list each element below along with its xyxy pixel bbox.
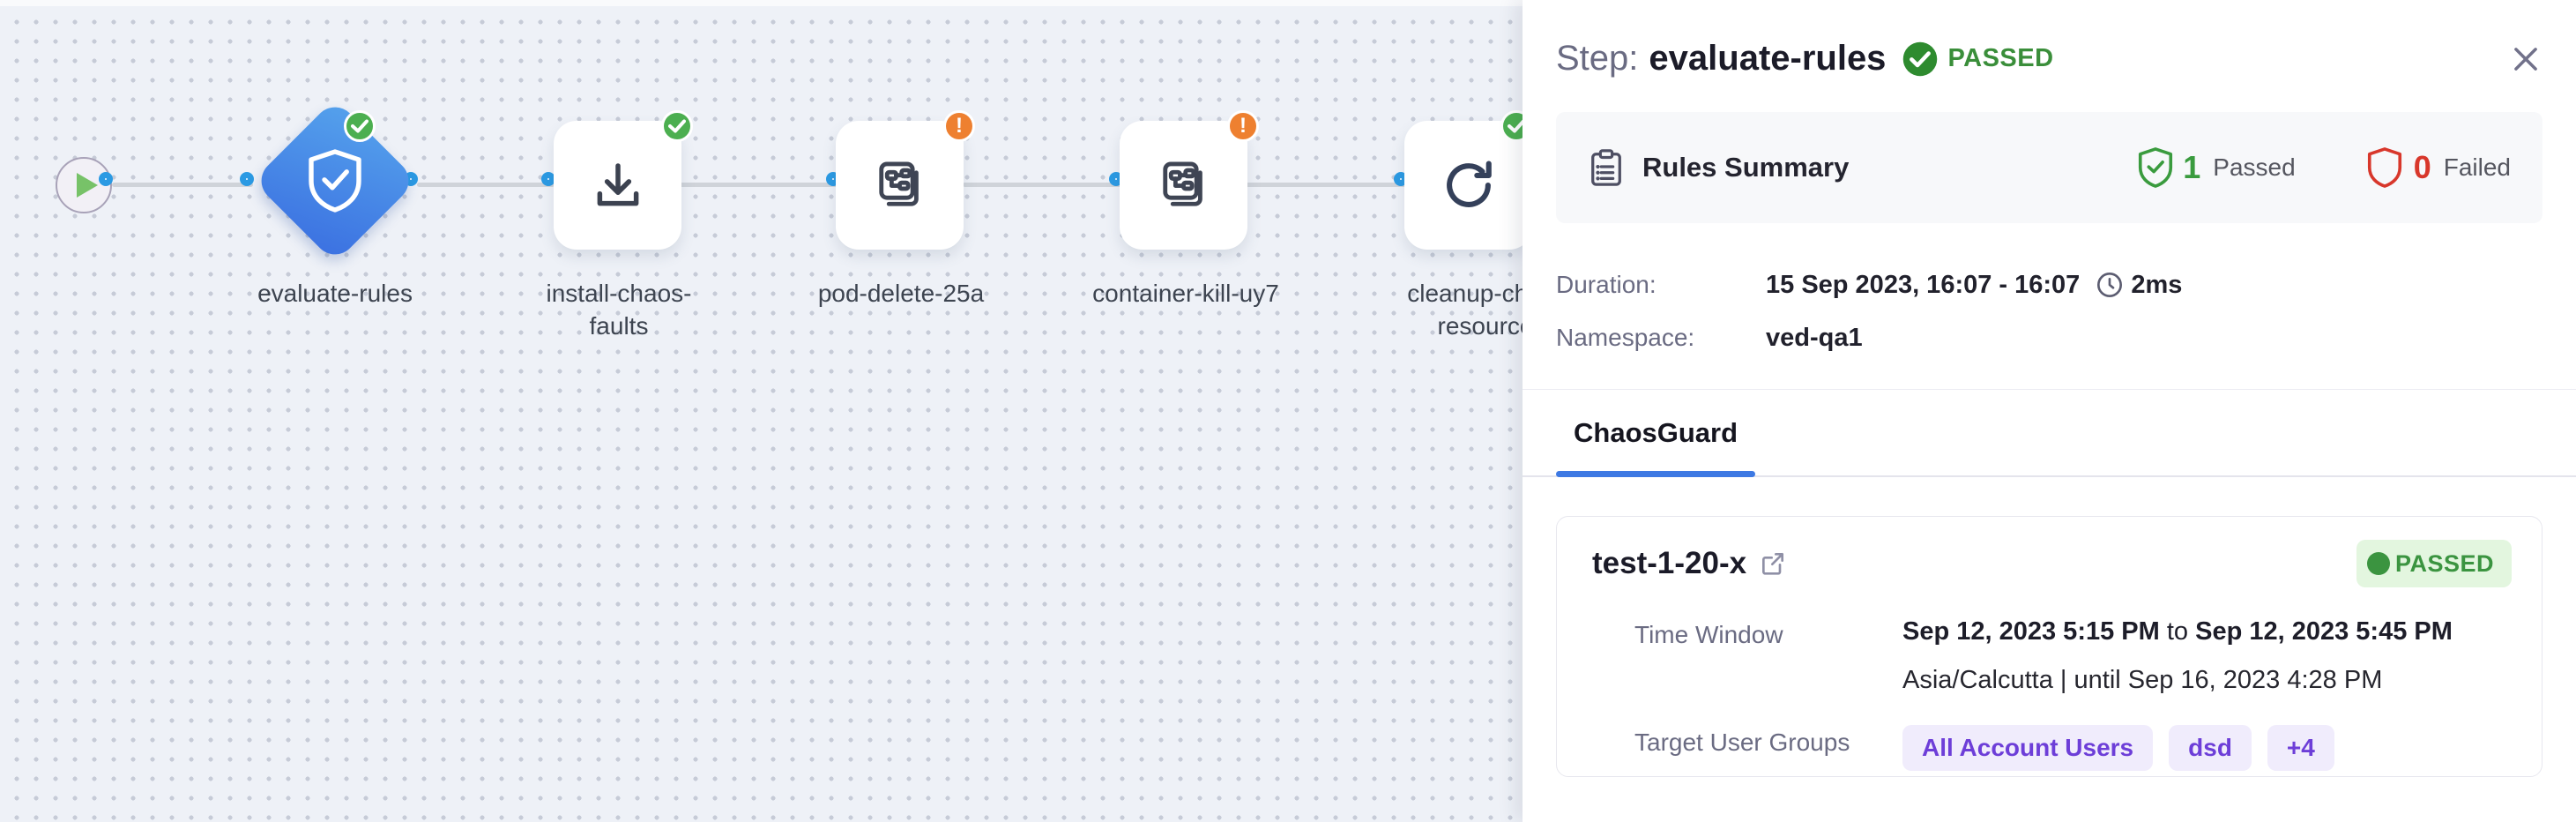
time-window-from: Sep 12, 2023 5:15 PM bbox=[1902, 617, 2160, 646]
node-label: pod-delete-25a bbox=[817, 280, 985, 307]
start-node[interactable] bbox=[56, 157, 112, 213]
chaos-fault-icon bbox=[870, 155, 930, 215]
duration-label: Duration: bbox=[1556, 271, 1657, 298]
status-dot-icon bbox=[2366, 552, 2390, 575]
clipboard-icon bbox=[1588, 147, 1625, 188]
shield-passed-icon bbox=[2135, 145, 2176, 191]
shield-failed-icon bbox=[2364, 145, 2405, 191]
status-badge-passed bbox=[661, 110, 693, 142]
duration-row: Duration: 15 Sep 2023, 16:07 - 16:07 2ms bbox=[1556, 258, 2542, 311]
play-icon bbox=[76, 173, 98, 198]
target-groups-label: Target User Groups bbox=[1634, 729, 1850, 756]
passed-label: Passed bbox=[2213, 153, 2296, 181]
node-label: install-chaos-faults bbox=[546, 280, 692, 340]
duration-value: 15 Sep 2023, 16:07 - 16:07 bbox=[1766, 270, 2081, 299]
active-tab-indicator bbox=[1556, 471, 1756, 477]
step-status-text: PASSED bbox=[1947, 44, 2054, 72]
edge-install-poddelete bbox=[680, 183, 839, 187]
step-details-panel: Step: evaluate-rules PASSED Rules Summar… bbox=[1523, 0, 2576, 822]
rules-summary-bar: Rules Summary 1 Passed 0 Failed bbox=[1556, 112, 2542, 223]
edge-evaluate-install bbox=[417, 183, 555, 187]
refresh-icon bbox=[1438, 154, 1500, 216]
target-user-groups-row: Target User Groups All Account Users dsd… bbox=[1592, 725, 2512, 771]
timezone-line: Asia/Calcutta | until Sep 16, 2023 4:28 … bbox=[1902, 666, 2383, 694]
panel-header: Step: evaluate-rules PASSED bbox=[1556, 39, 2542, 78]
node-container-kill-uy7[interactable] bbox=[1120, 121, 1247, 250]
clock-icon bbox=[2096, 271, 2124, 299]
guard-status-badge: PASSED bbox=[2356, 540, 2512, 587]
edge-containerkill-cleanup bbox=[1246, 183, 1407, 187]
external-link-icon[interactable] bbox=[1759, 549, 1787, 578]
user-group-pill[interactable]: +4 bbox=[2267, 725, 2334, 771]
tab-bar: ChaosGuard bbox=[1523, 389, 2576, 477]
passed-count: 1 bbox=[2183, 149, 2201, 185]
failed-label: Failed bbox=[2443, 153, 2511, 181]
node-install-chaos-faults[interactable] bbox=[554, 121, 681, 250]
chaosguard-card: test-1-20-x PASSED Time Window Sep 12, 2… bbox=[1556, 516, 2542, 777]
step-title: evaluate-rules bbox=[1649, 39, 1887, 78]
chaos-fault-icon bbox=[1154, 155, 1214, 215]
workflow-canvas[interactable]: ! ! evaluate-rules install-chaos-faults bbox=[0, 0, 1576, 822]
user-group-pill[interactable]: dsd bbox=[2169, 725, 2252, 771]
check-circle-icon bbox=[1902, 41, 1939, 78]
status-badge-passed bbox=[344, 110, 376, 142]
status-badge-warning: ! bbox=[943, 110, 975, 142]
download-icon bbox=[589, 156, 647, 214]
node-pod-delete-25a[interactable] bbox=[836, 121, 964, 250]
rules-summary-title: Rules Summary bbox=[1642, 152, 1850, 183]
duration-ms: 2ms bbox=[2131, 270, 2183, 299]
node-label: container-kill-uy7 bbox=[1092, 280, 1279, 307]
tab-chaosguard[interactable]: ChaosGuard bbox=[1556, 390, 1756, 477]
guard-name: test-1-20-x bbox=[1592, 546, 1747, 580]
close-icon[interactable] bbox=[2509, 42, 2542, 76]
port[interactable] bbox=[240, 172, 254, 186]
step-prefix: Step: bbox=[1556, 39, 1639, 78]
time-window-row: Time Window Sep 12, 2023 5:15 PM to Sep … bbox=[1592, 617, 2512, 695]
port[interactable] bbox=[99, 172, 113, 186]
node-label: evaluate-rules bbox=[257, 280, 413, 307]
edge-poddelete-containerkill bbox=[963, 183, 1122, 187]
status-badge-warning: ! bbox=[1227, 110, 1259, 142]
edge-start-evaluate bbox=[112, 183, 253, 187]
canvas-top-strip bbox=[0, 0, 1525, 6]
time-window-to-word: to bbox=[2159, 617, 2196, 646]
time-window-to: Sep 12, 2023 5:45 PM bbox=[2195, 617, 2453, 646]
time-window-label: Time Window bbox=[1634, 621, 1783, 648]
node-cleanup-chaos-resources[interactable] bbox=[1404, 121, 1532, 250]
user-group-pill[interactable]: All Account Users bbox=[1902, 725, 2154, 771]
namespace-label: Namespace: bbox=[1556, 324, 1695, 351]
shield-check-icon bbox=[303, 146, 367, 215]
port[interactable] bbox=[541, 172, 555, 186]
namespace-row: Namespace: ved-qa1 bbox=[1556, 311, 2542, 364]
node-evaluate-rules[interactable] bbox=[252, 98, 418, 264]
failed-count: 0 bbox=[2413, 149, 2431, 185]
namespace-value: ved-qa1 bbox=[1766, 323, 1863, 352]
